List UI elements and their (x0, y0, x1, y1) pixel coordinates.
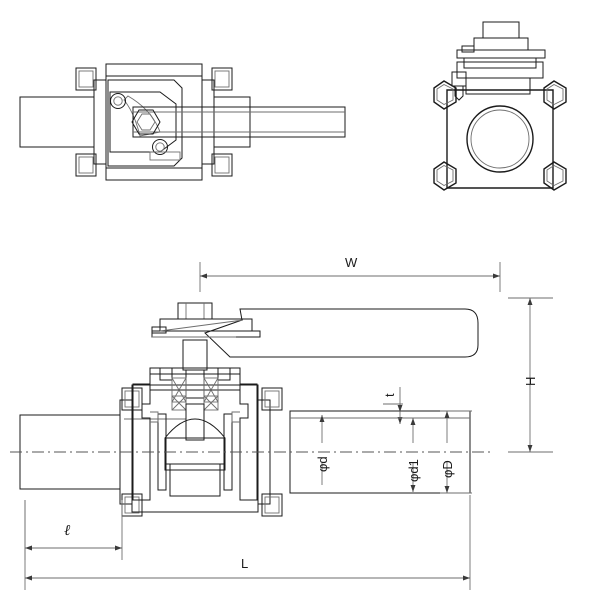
dimension-label-W: W (345, 255, 358, 270)
bolt-bottom-left (433, 161, 457, 191)
dimension-label-H: H (523, 376, 538, 386)
bolt-bottom-right (543, 161, 567, 191)
view-longitudinal-section (10, 302, 490, 517)
bolt-top-right (543, 80, 567, 110)
dimension-phi-D (440, 410, 472, 494)
dimension-L (24, 495, 471, 590)
dimension-label-phi-D: φD (440, 460, 455, 478)
dimension-W (199, 262, 501, 292)
dimension-label-L: L (241, 556, 249, 571)
dimension-label-t: t (382, 393, 397, 397)
view-end-elevation (433, 21, 567, 191)
dimension-t (383, 387, 410, 424)
dimension-label-phi-d1: φd1 (406, 459, 421, 482)
dimension-l (24, 500, 123, 560)
dimension-label-l: ℓ (64, 523, 71, 539)
dimension-H (508, 297, 553, 453)
view-top-plan (19, 63, 346, 181)
dimension-label-phi-d: φd (315, 456, 330, 472)
bolt-top-left (433, 80, 457, 110)
